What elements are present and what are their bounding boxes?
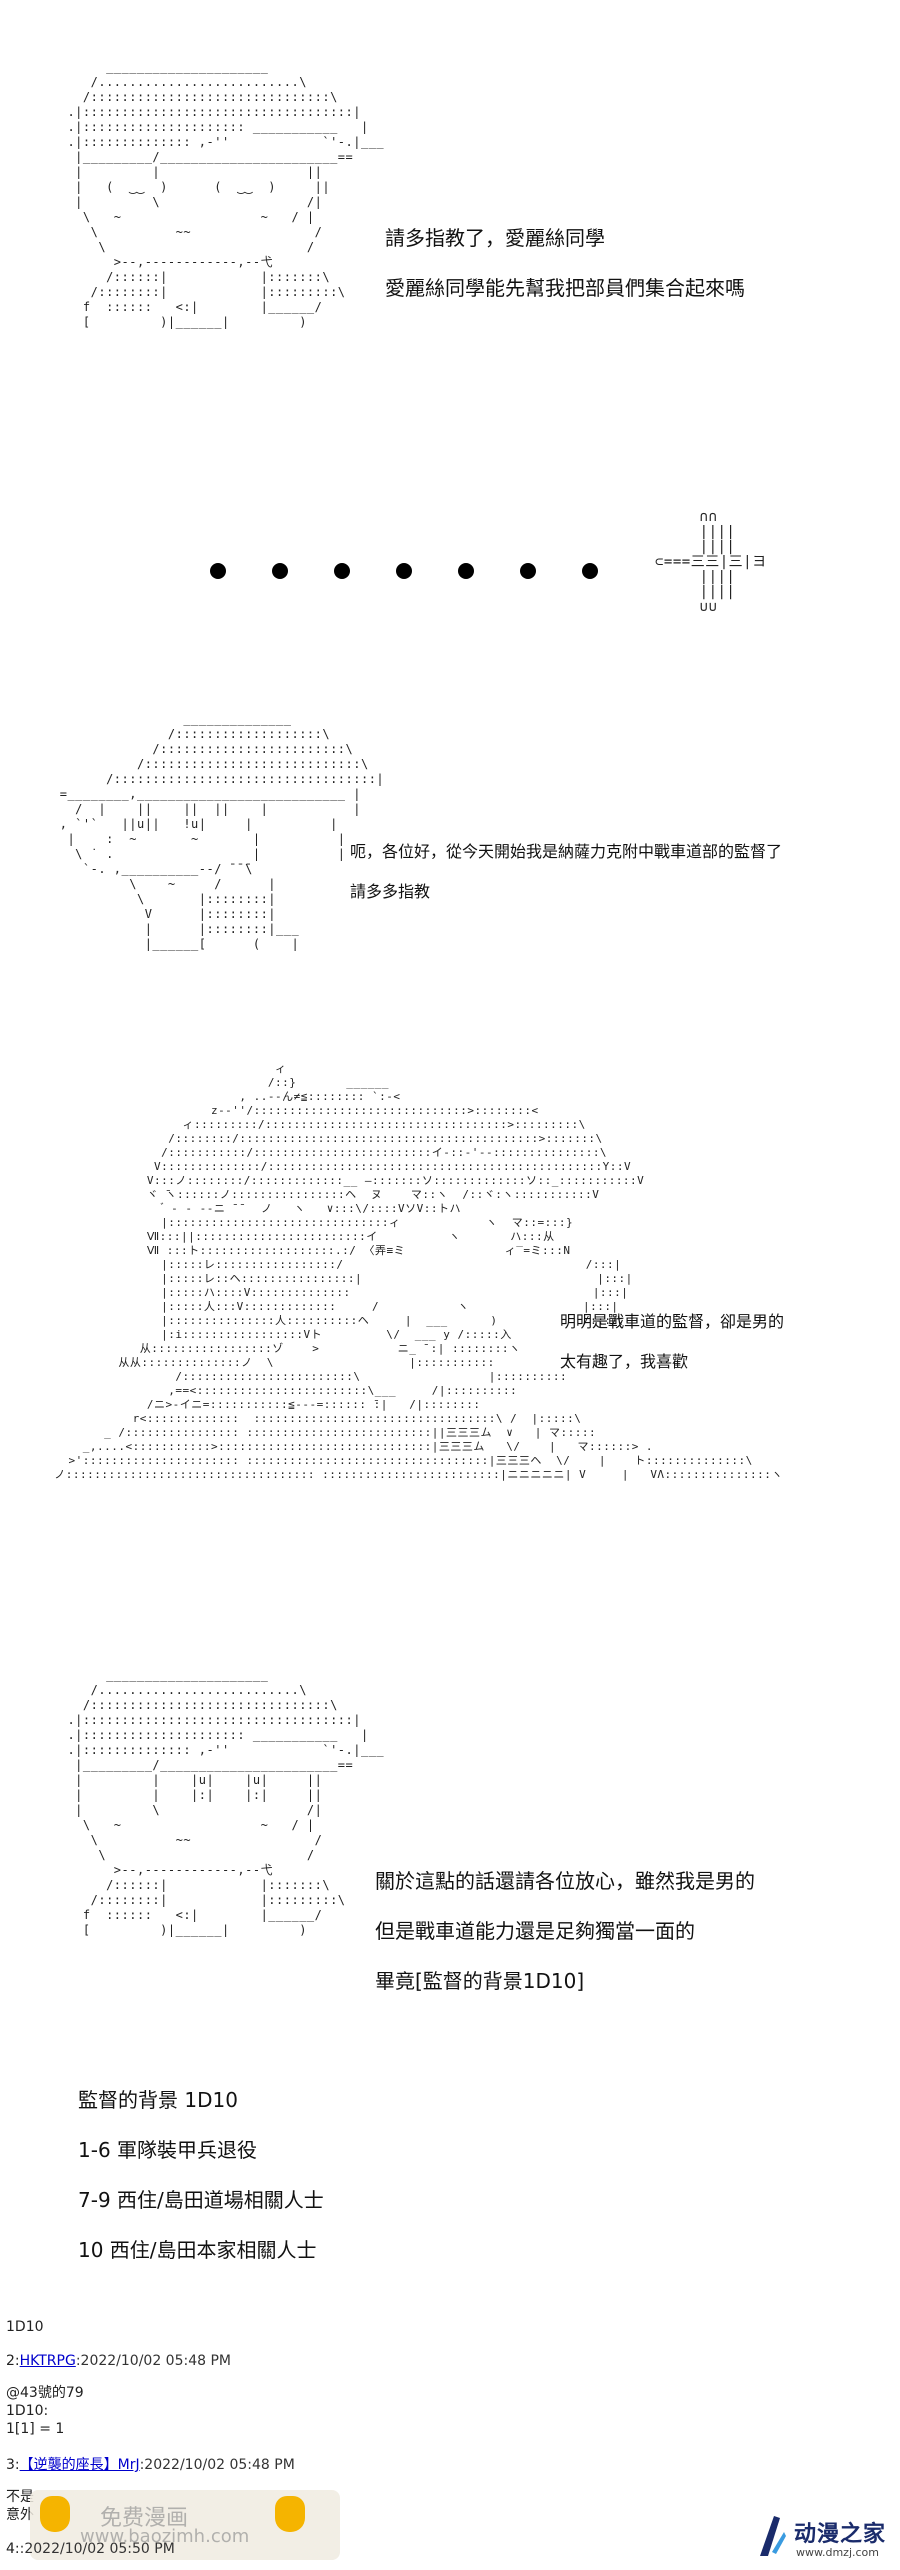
post-number: 2: xyxy=(6,2353,20,2369)
logo-mark-icon xyxy=(760,2516,786,2556)
dialogue-line: 關於這點的話還請各位放心，雖然我是男的 xyxy=(375,1869,755,1893)
dialogue-line: 畢竟[監督的背景1D10] xyxy=(375,1969,585,1993)
site-logo: 动漫之家 www.dmzj.com xyxy=(752,2512,892,2564)
dialogue-line: 明明是戰車道的監督，卻是男的 xyxy=(560,1312,785,1331)
post-time: :2022/10/02 05:50 PM xyxy=(19,2541,175,2557)
dialogue-line: 請多多指教 xyxy=(350,882,431,901)
ascii-art-character-2: ______________ /:::::::::::::::::::\ /::… xyxy=(59,712,385,951)
post-body: 意外 xyxy=(6,2507,34,2523)
dot xyxy=(520,563,536,579)
roll-table-title: 監督的背景 1D10 xyxy=(78,2088,238,2112)
post-body: 1[1] = 1 xyxy=(6,2421,65,2437)
dialogue-line: 請多指教了，愛麗絲同學 xyxy=(385,226,605,250)
post-header: 2:HKTRPG:2022/10/02 05:48 PM xyxy=(6,2352,231,2370)
dialogue-line: 呃，各位好，從今天開始我是納薩力克附中戰車道部的監督了 xyxy=(350,842,783,861)
post-time: :2022/10/02 05:48 PM xyxy=(139,2457,295,2473)
post-time: :2022/10/02 05:48 PM xyxy=(75,2353,232,2369)
dot xyxy=(396,563,412,579)
ascii-art-character-1: _____________________ /.................… xyxy=(67,60,385,329)
post-number: 3: xyxy=(6,2457,20,2473)
dialogue-line: 愛麗絲同學能先幫我把部員們集合起來嗎 xyxy=(385,276,745,300)
watermark-text: 免费漫画 xyxy=(100,2506,189,2531)
dot xyxy=(334,563,350,579)
roll-table-item: 1-6 軍隊裝甲兵退役 xyxy=(78,2138,258,2162)
ascii-art-character-4: _____________________ /.................… xyxy=(67,1668,385,1937)
ellipsis-dots xyxy=(200,555,620,585)
dot xyxy=(458,563,474,579)
post-body: 不是 xyxy=(6,2489,34,2505)
roll-label: 1D10 xyxy=(6,2319,44,2335)
post-author-link[interactable]: 【逆襲的座長】MrJ xyxy=(19,2457,140,2473)
post-body: 1D10: xyxy=(6,2403,49,2419)
post-header: 3:【逆襲的座長】MrJ:2022/10/02 05:48 PM xyxy=(6,2456,295,2474)
dot xyxy=(210,563,226,579)
ascii-art-sprite: ∩∩ |||| |||| ⊂===三三|三|ヨ |||| |||| ∪∪ xyxy=(655,509,767,615)
dialogue-line: 但是戰車道能力還是足夠獨當一面的 xyxy=(375,1919,695,1943)
post-reply: @43號的79 xyxy=(6,2385,84,2401)
roll-table-item: 10 西住/島田本家相關人士 xyxy=(78,2238,317,2262)
pointing-hand-icon xyxy=(40,2496,70,2532)
logo-name: 动漫之家 xyxy=(794,2522,887,2547)
ascii-art-character-3: ィ /::} ______ , ..--ん≠≦:::::::: `:-< z--… xyxy=(54,1062,783,1481)
watermark-banner: 免费漫画 www.baozimh.com xyxy=(30,2490,340,2560)
pointing-hand-icon xyxy=(275,2496,305,2532)
dialogue-line: 太有趣了，我喜歡 xyxy=(560,1352,689,1371)
dot xyxy=(582,563,598,579)
post-author-link[interactable]: HKTRPG xyxy=(19,2353,76,2369)
post-header: 4::2022/10/02 05:50 PM xyxy=(6,2540,175,2558)
dot xyxy=(272,563,288,579)
post-number: 4: xyxy=(6,2541,20,2557)
watermark-url: www.baozimh.com xyxy=(80,2526,250,2547)
logo-url: www.dmzj.com xyxy=(796,2546,879,2559)
roll-table-item: 7-9 西住/島田道場相關人士 xyxy=(78,2188,324,2212)
